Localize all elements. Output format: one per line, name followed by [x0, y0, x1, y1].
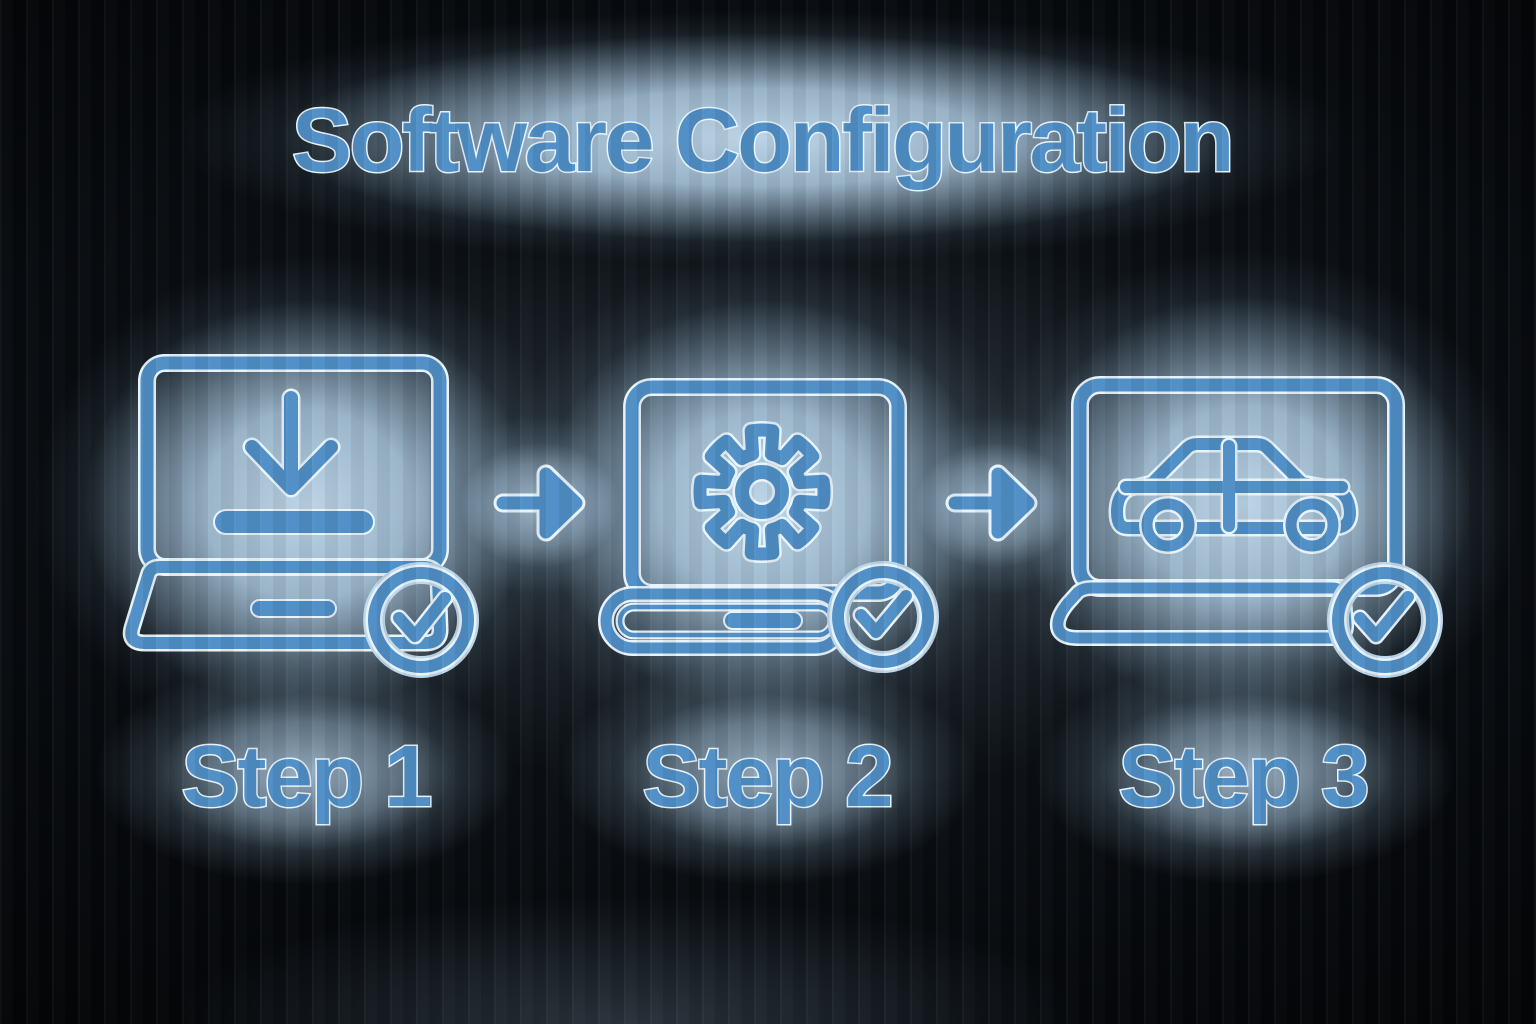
step-2-label: Step 2 — [642, 728, 891, 825]
laptop-base-rim — [1049, 580, 1355, 646]
gear-outline-ink — [693, 423, 831, 561]
download-arrow-ink — [245, 391, 338, 495]
gear-glyph — [690, 420, 834, 564]
step-3-label: Step 3 — [1118, 728, 1367, 825]
laptop-download-icon — [122, 354, 449, 652]
trackpad-dash — [723, 611, 803, 630]
car-glyph — [1108, 435, 1359, 554]
download-tray-bar — [213, 509, 375, 535]
step-3-group: Step 3 — [1049, 376, 1443, 827]
laptop-base — [598, 586, 850, 656]
arrow-right-icon — [493, 464, 586, 542]
step-1-label: Step 1 — [181, 728, 430, 825]
check-circle-icon — [363, 562, 479, 678]
arrow-right-icon — [945, 464, 1038, 542]
trackpad-dash — [250, 599, 337, 618]
laptop-gear-icon — [598, 378, 907, 656]
download-arrow-glyph — [213, 388, 375, 535]
step-1-group: Step 1 — [122, 354, 479, 827]
gear-hub-ink — [735, 465, 789, 519]
step-2-group: Step 2 — [598, 378, 939, 827]
page-title: Software Configuration — [292, 91, 1232, 191]
laptop-base — [1049, 580, 1355, 646]
